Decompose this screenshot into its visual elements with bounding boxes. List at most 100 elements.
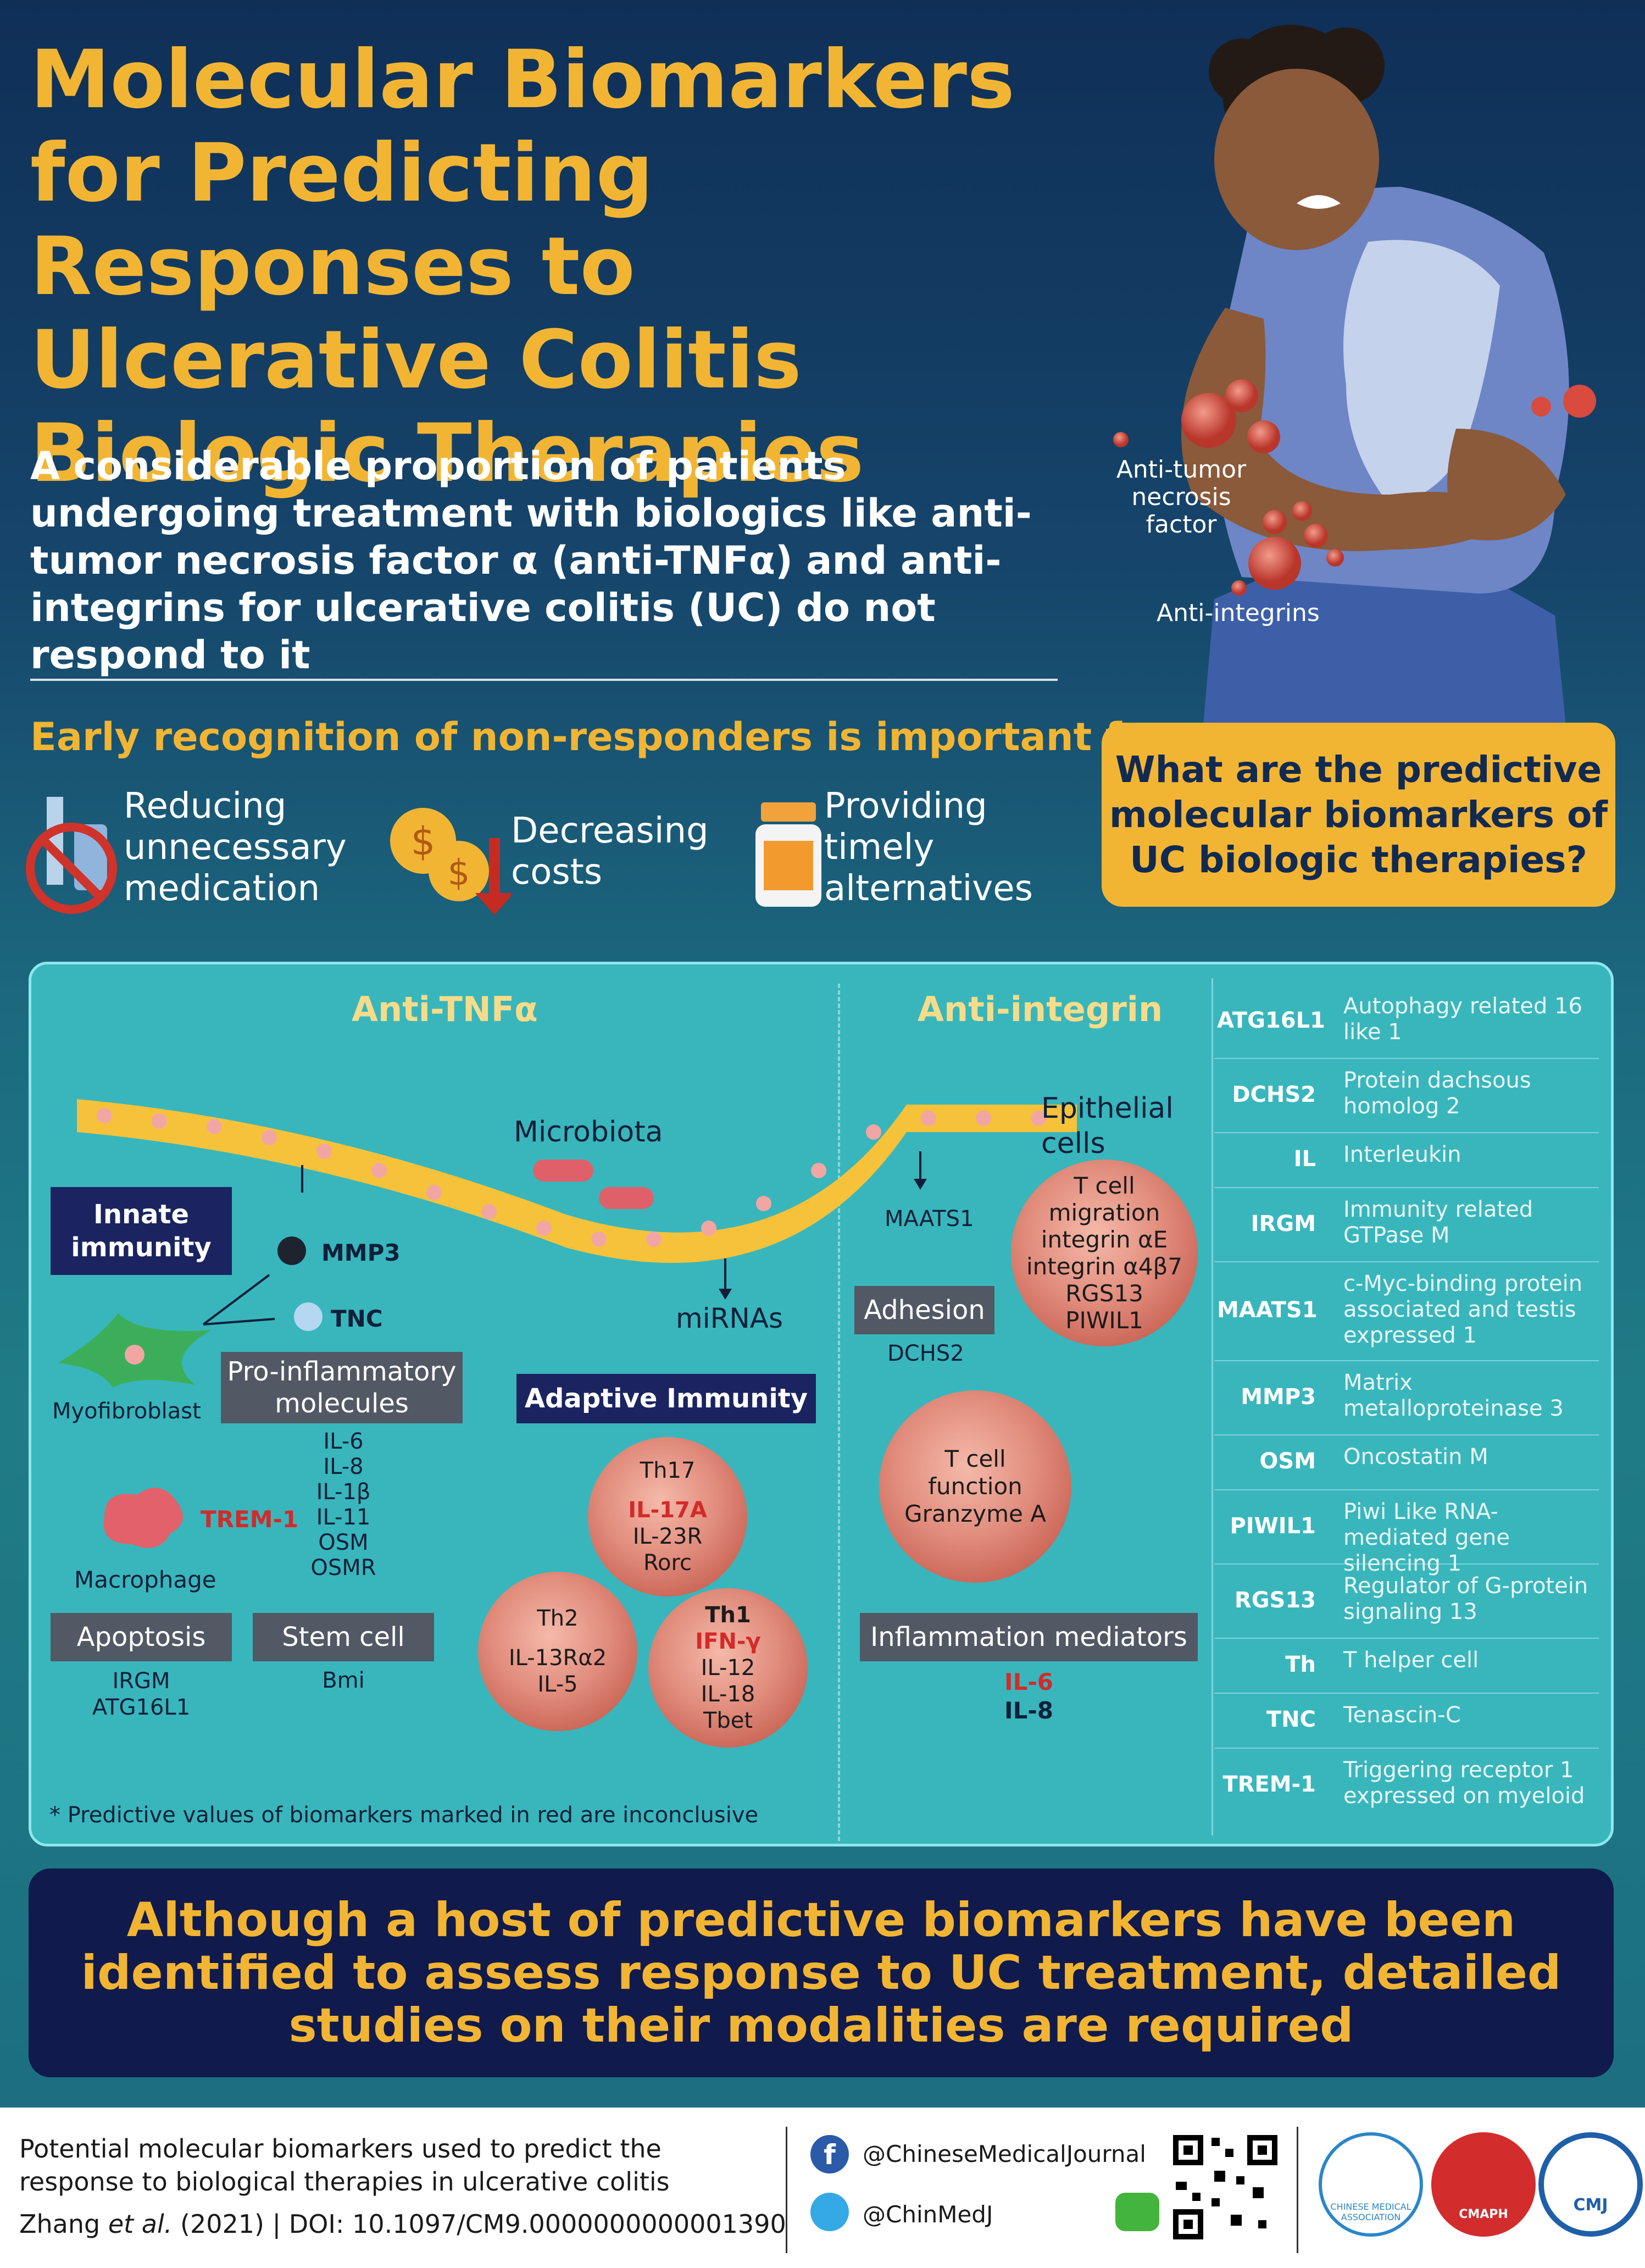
glossary-row: [1214, 1261, 1599, 1361]
question-box: What are the predictive molecular biomar…: [1102, 723, 1615, 907]
innate-immunity-box: Innate immunity: [51, 1187, 232, 1275]
glossary-abbr: IRGM: [1251, 1211, 1316, 1236]
mirna-arrow: [719, 1258, 732, 1300]
apoptosis-list: IRGM ATG16L1: [51, 1668, 232, 1721]
adhesion-box: Adhesion: [854, 1286, 994, 1334]
glossary-row: [1214, 1187, 1599, 1262]
mirnas-label: miRNAs: [676, 1302, 783, 1334]
apoptosis-item: IRGM: [112, 1668, 170, 1694]
glossary-abbr: MMP3: [1241, 1384, 1316, 1410]
microbiota-bacteria: [533, 1160, 654, 1209]
pill-bottle-icon: [755, 802, 821, 907]
facebook-icon[interactable]: f: [810, 2135, 849, 2173]
stem-cell-item: Bmi: [322, 1668, 365, 1693]
footer-caption: Potential molecular biomarkers used to p…: [19, 2134, 670, 2197]
inflammation-mediators-list: IL-6 IL-8: [860, 1668, 1198, 1725]
glossary-definition: Tenascin-C: [1343, 1703, 1461, 1728]
qr-code[interactable]: [1170, 2132, 1280, 2242]
citation-etal: et al.: [108, 2209, 173, 2239]
early-heading: Early recognition of non-responders is i…: [30, 714, 1168, 759]
pro-inflammatory-list: IL-6 IL-8 IL-1β IL-11 OSM OSMR: [286, 1429, 401, 1581]
facebook-handle[interactable]: @ChineseMedicalJournal: [863, 2141, 1146, 2167]
glossary-definition: c-Myc-binding protein associated and tes…: [1343, 1271, 1583, 1348]
twitter-icon[interactable]: [810, 2193, 849, 2231]
glossary-row: [1214, 1638, 1599, 1694]
glossary-row: [1214, 1563, 1599, 1639]
epithelial-layer: [77, 1099, 1077, 1263]
tcell-function-item: function: [928, 1473, 1022, 1500]
tcell-function-item: T cell: [944, 1445, 1006, 1472]
glossary-abbr: IL: [1293, 1146, 1316, 1172]
glossary-definition: Matrix metalloproteinase 3: [1343, 1370, 1564, 1421]
benefit-reducing: Reducing unnecessary medication: [124, 786, 347, 909]
benefit-costs: Decreasing costs: [511, 811, 709, 892]
th1-title: Th1: [705, 1602, 751, 1628]
wechat-icon[interactable]: [1115, 2193, 1159, 2231]
tcell-migration-item: T cell: [1074, 1172, 1135, 1199]
th17-marker: Rorc: [643, 1550, 692, 1576]
glossary-definition: Immunity related GTPase M: [1343, 1197, 1533, 1248]
glossary-definition: Protein dachsous homolog 2: [1343, 1068, 1531, 1119]
pro-inflam-item: IL-6: [323, 1429, 364, 1454]
twitter-handle[interactable]: @ChinMedJ: [863, 2201, 993, 2228]
glossary-abbr: OSM: [1259, 1449, 1316, 1474]
th17-marker: IL-23R: [632, 1524, 703, 1549]
mmp3-label: MMP3: [321, 1239, 401, 1266]
inflam-item: IL-6: [1004, 1668, 1054, 1695]
tcell-migration-circle: T cell migration integrin αE integrin α4…: [1011, 1160, 1198, 1346]
glossary-abbr: TNC: [1266, 1707, 1316, 1732]
divider: [30, 679, 1058, 681]
glossary-abbr: Th: [1285, 1652, 1316, 1677]
tnc-label: TNC: [331, 1305, 383, 1332]
page-title: Molecular Biomarkers for Predicting Resp…: [30, 33, 1015, 500]
glossary-divider: [1211, 978, 1213, 1836]
glossary-abbr: RGS13: [1234, 1587, 1316, 1613]
adaptive-immunity-box: Adaptive Immunity: [516, 1374, 816, 1423]
label-anti-integrins: Anti-integrins: [1157, 599, 1320, 627]
trem1-label: TREM-1: [201, 1506, 299, 1533]
pro-inflam-item: IL-8: [323, 1454, 364, 1479]
footer-divider: [786, 2127, 787, 2253]
myofibroblast-cell: [58, 1313, 212, 1388]
footer-citation: Zhang et al. (2021) | DOI: 10.1097/CM9.0…: [19, 2209, 786, 2239]
maats1-arrow: [914, 1151, 927, 1190]
th2-circle: Th2 IL-13Rα2 IL-5: [478, 1572, 637, 1731]
epithelial-label: Epithelial cells: [1041, 1092, 1174, 1160]
glossary-row: [1214, 1132, 1599, 1188]
anti-integrin-heading: Anti-integrin: [918, 989, 1163, 1029]
glossary-definition: Oncostatin M: [1343, 1444, 1488, 1470]
th2-title: Th2: [537, 1606, 579, 1631]
glossary-abbr: PIWIL1: [1230, 1513, 1316, 1539]
th17-title: Th17: [640, 1458, 696, 1483]
glossary-definition: Piwi Like RNA-mediated gene silencing 1: [1343, 1499, 1510, 1576]
tcell-function-item: Granzyme A: [904, 1500, 1046, 1527]
glossary-abbr: DCHS2: [1232, 1082, 1316, 1107]
glossary-row: [1214, 1058, 1599, 1133]
maats1-label: MAATS1: [885, 1206, 974, 1232]
glossary-row: [1214, 1360, 1599, 1435]
pro-inflam-item: OSMR: [310, 1555, 376, 1581]
macrophage-label: Macrophage: [74, 1566, 216, 1593]
tcell-function-circle: T cell function Granzyme A: [879, 1390, 1071, 1583]
pro-inflam-item: OSM: [318, 1530, 369, 1555]
stem-cell-box: Stem cell: [253, 1613, 434, 1661]
intro-text: A considerable proportion of patients un…: [30, 443, 1032, 678]
tcell-migration-item: RGS13: [1065, 1280, 1143, 1307]
footnote: * Predictive values of biomarkers marked…: [49, 1803, 759, 1828]
label-anti-tnf: Anti-tumor necrosis factor: [1116, 456, 1247, 539]
glossary-row: [1214, 984, 1599, 1059]
glossary-definition: Autophagy related 16 like 1: [1343, 994, 1582, 1045]
glossary-row: [1214, 1693, 1599, 1749]
cmaph-logo: CMAPH: [1431, 2132, 1536, 2237]
th1-marker: IL-18: [701, 1682, 755, 1707]
glossary-abbr: MAATS1: [1217, 1297, 1318, 1323]
glossary-abbr: ATG16L1: [1217, 1007, 1325, 1033]
macrophage-cell: [103, 1488, 183, 1548]
glossary-definition: T helper cell: [1343, 1648, 1479, 1673]
glossary-abbr: TREM-1: [1222, 1771, 1316, 1797]
glossary-definition: Regulator of G-protein signaling 13: [1343, 1573, 1588, 1624]
conclusion-box: Although a host of predictive biomarkers…: [29, 1868, 1614, 2077]
inflam-item: IL-8: [1004, 1697, 1054, 1724]
pro-inflam-item: IL-1β: [316, 1479, 371, 1505]
tcell-migration-item: integrin α4β7: [1026, 1253, 1183, 1280]
